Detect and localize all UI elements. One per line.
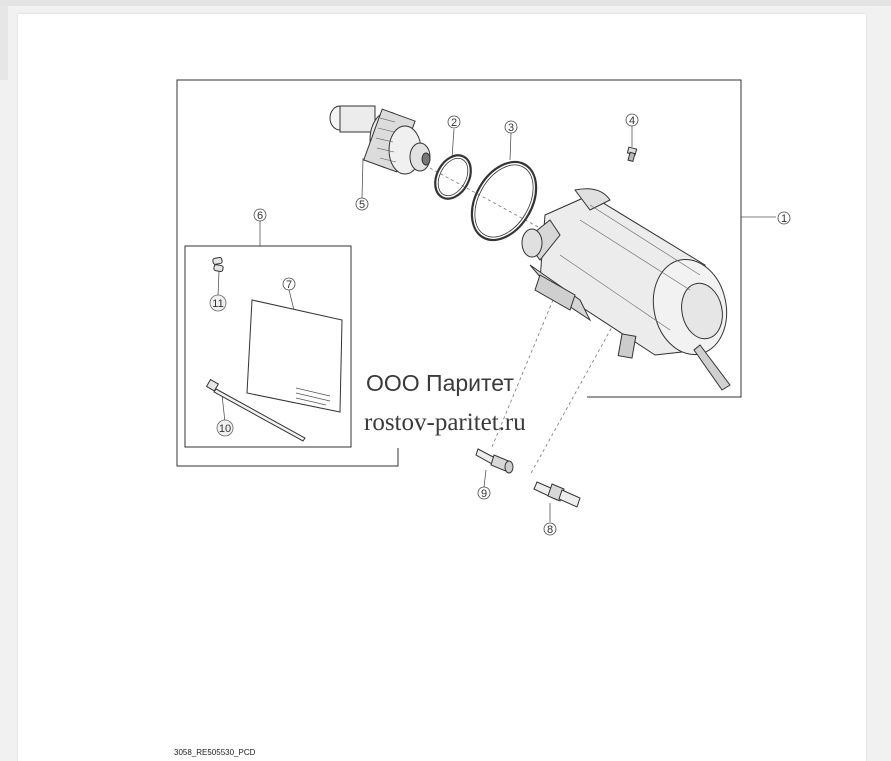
callout-6: 6 [253,208,267,222]
instruction-card-part [246,299,343,413]
callout-3: 3 [504,120,518,134]
stud-part [533,481,581,508]
callout-5-label: 5 [359,199,365,211]
callout-2: 2 [447,115,461,129]
drawing-id-label: 3058_RE505530_PCD [174,748,256,757]
watermark-company: ООО Паритет [366,370,514,396]
callout-7-label: 7 [286,279,292,291]
callout-5: 5 [355,197,369,211]
large-o-ring-part [470,160,538,242]
callout-1: 1 [777,211,791,225]
assembly-frame [176,79,742,467]
callout-3-label: 3 [508,122,514,134]
callout-6-label: 6 [257,210,263,222]
callout-2-label: 2 [451,117,457,129]
top-toolbar-strip [0,0,891,6]
callout-4-label: 4 [629,115,635,127]
cable-tie-part [205,378,306,442]
callout-11-label: 11 [212,298,223,310]
bolt-part [475,448,514,474]
starter-motor-part [521,188,731,391]
callout-10-label: 10 [219,423,231,435]
callout-7: 7 [282,277,296,291]
callout-9: 9 [477,486,491,500]
callout-1-label: 1 [781,213,787,225]
watermark-website: rostov-paritet.ru [364,409,526,436]
callout-8: 8 [543,522,557,536]
kit-box [184,245,352,448]
callout-4: 4 [625,113,639,127]
callout-10: 10 [216,419,234,437]
callout-8-label: 8 [547,524,553,536]
callout-9-label: 9 [481,488,487,500]
clip-part [212,256,224,273]
callout-11: 11 [209,294,227,312]
drive-pinion-part [329,105,431,175]
small-o-ring-part [434,154,472,200]
left-panel-edge [0,6,8,80]
small-screw-part [626,146,638,162]
